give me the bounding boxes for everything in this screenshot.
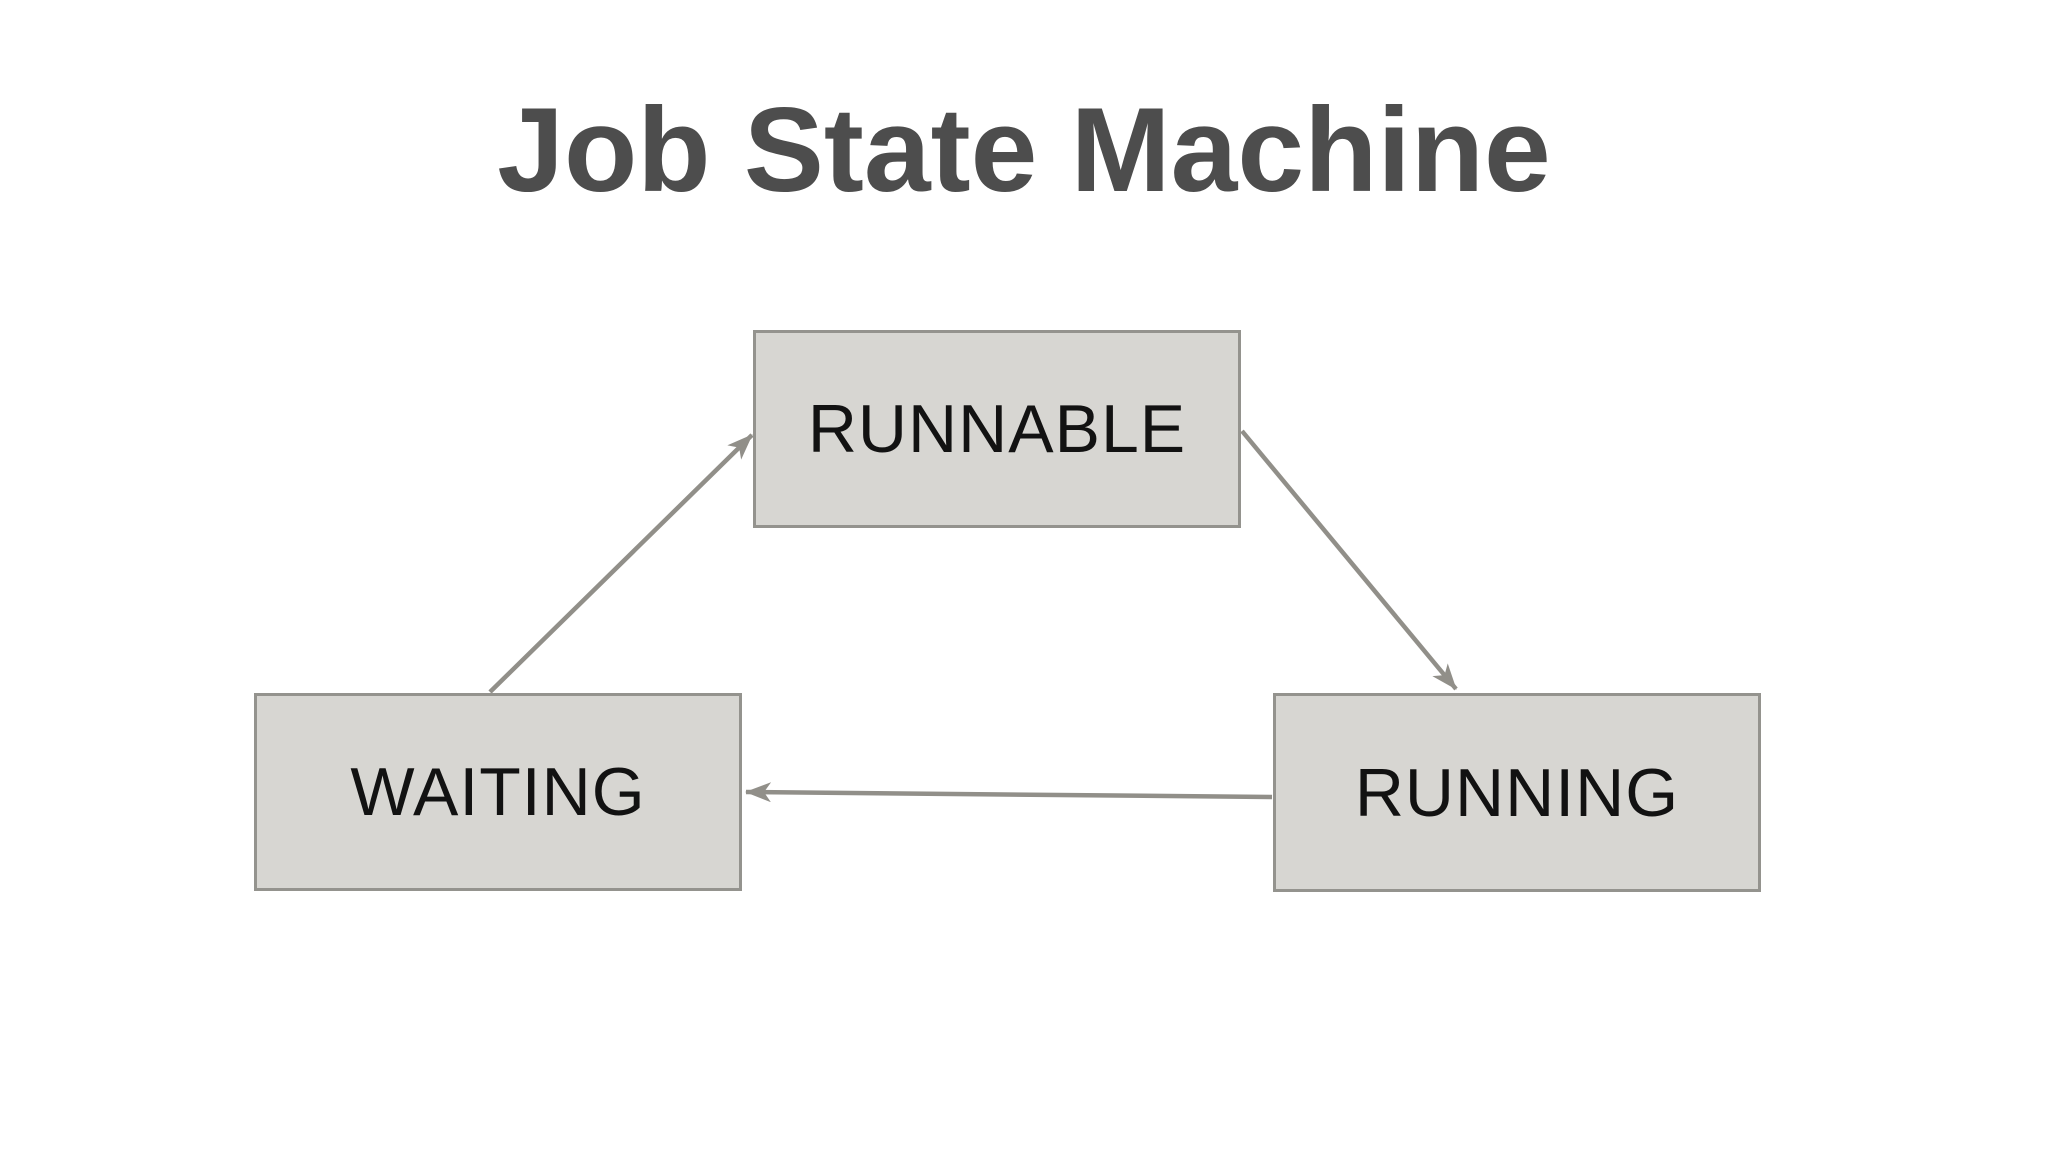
state-node-label: WAITING [350, 754, 646, 830]
state-node-running: RUNNING [1273, 693, 1761, 892]
diagram-title: Job State Machine [497, 83, 1551, 217]
state-node-label: RUNNING [1354, 754, 1680, 831]
state-node-runnable: RUNNABLE [753, 330, 1241, 528]
transition-arrow-running-to-waiting [745, 782, 1273, 803]
state-node-waiting: WAITING [254, 693, 742, 891]
transition-arrow-waiting-to-runnable [488, 433, 754, 694]
state-node-label: RUNNABLE [807, 391, 1187, 467]
transition-arrow-runnable-to-running [1240, 429, 1458, 691]
